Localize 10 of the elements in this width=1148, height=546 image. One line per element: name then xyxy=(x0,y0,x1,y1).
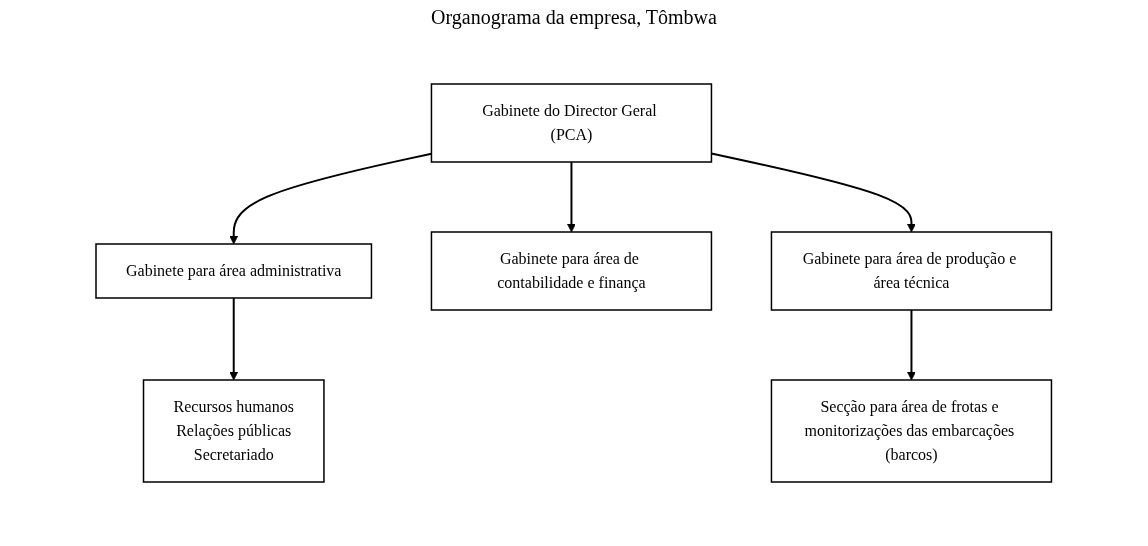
arrow xyxy=(229,297,239,381)
arrow xyxy=(567,161,577,233)
diagram-title: Organograma da empresa, Tômbwa xyxy=(430,6,718,29)
node-box: Recursos humanos Relações públicas Secretariado xyxy=(143,379,325,483)
node-box: Gabinete do Director Geral (PCA) xyxy=(430,83,713,163)
node-box: Secção para área de frotas e monitorizações das embarcações (barcos) xyxy=(770,379,1053,483)
node-box: Gabinete para área de produção e área técnica xyxy=(770,231,1053,311)
node-box: Gabinete para área de contabilidade e finança xyxy=(430,231,713,311)
arrow xyxy=(907,309,917,381)
node-box: Gabinete para área administrativa xyxy=(95,243,373,299)
